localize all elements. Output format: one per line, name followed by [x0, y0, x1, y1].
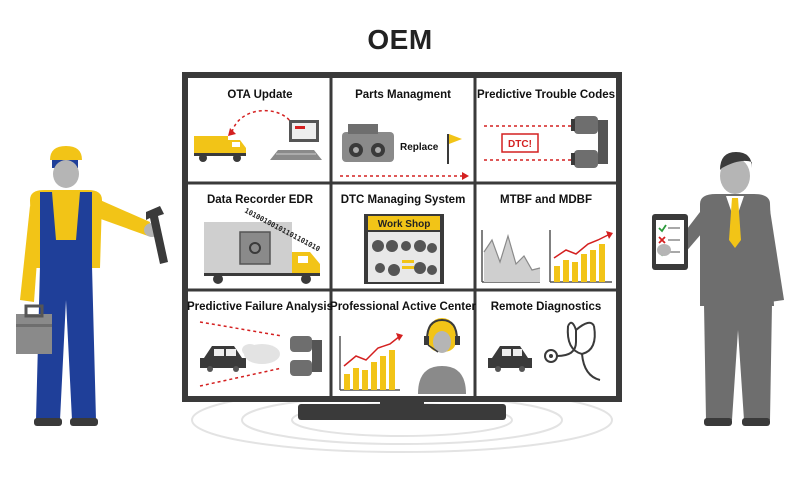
laptop-icon	[270, 120, 322, 160]
truck-icon	[194, 136, 246, 162]
toolbox-icon	[16, 304, 52, 354]
dtc-managing-system-illustration: Work Shop	[364, 214, 444, 284]
binoculars-icon	[571, 116, 608, 168]
cell-remote-diagnostics-title: Remote Diagnostics	[491, 301, 602, 313]
page-title: OEM	[367, 24, 433, 55]
mtbf-mdbf-illustration	[481, 230, 613, 283]
cell-dtc-managing-system-title: DTC Managing System	[341, 194, 466, 206]
cell-parts-management-title: Parts Managment	[355, 89, 451, 101]
wrench-icon	[146, 206, 168, 264]
call-center-agent-icon	[418, 318, 466, 394]
tablet-checklist-icon	[652, 214, 688, 270]
parts-management-illustration: Replace	[340, 124, 469, 180]
remote-diagnostics-illustration	[488, 321, 601, 381]
workshop-label: Work Shop	[378, 219, 431, 230]
cell-ota-update-title: OTA Update	[227, 89, 292, 101]
monitor-stand	[298, 404, 506, 420]
flag-icon	[447, 134, 462, 164]
cell-mtbf-mdbf-title: MTBF and MDBF	[500, 194, 592, 206]
predictive-trouble-codes-illustration: DTC!	[484, 116, 608, 168]
car-icon	[200, 346, 246, 372]
predictive-failure-analysis-illustration	[199, 321, 322, 387]
car-icon	[488, 346, 532, 372]
stethoscope-icon	[544, 321, 601, 381]
cell-predictive-trouble-codes-title: Predictive Trouble Codes	[477, 89, 615, 101]
businessman-icon	[674, 152, 784, 426]
dtc-label: DTC!	[508, 139, 532, 150]
engine-part-icon	[342, 124, 394, 162]
cell-predictive-failure-analysis-title: Predictive Failure Analysis	[187, 301, 333, 313]
binoculars-icon	[290, 336, 322, 376]
replace-label: Replace	[400, 142, 439, 153]
cell-data-recorder-edr-title: Data Recorder EDR	[207, 194, 314, 206]
ota-update-illustration	[194, 110, 322, 162]
mechanic-icon	[20, 146, 160, 426]
cell-professional-active-center-title: Professional Active Center	[330, 301, 476, 313]
professional-active-center-illustration	[339, 318, 466, 394]
